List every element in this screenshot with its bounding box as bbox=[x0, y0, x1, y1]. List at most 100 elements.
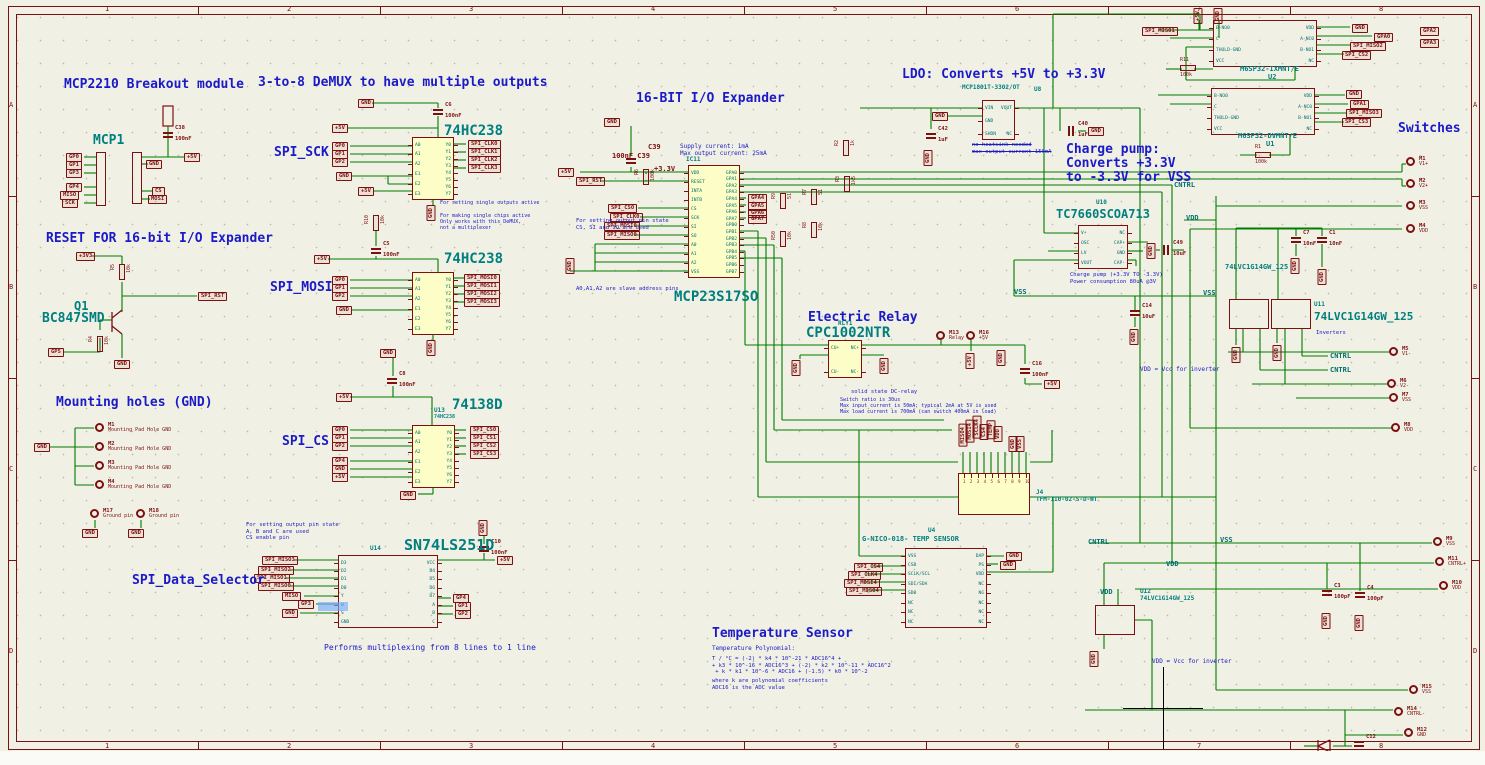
hier-label[interactable]: SPI_RST bbox=[198, 292, 228, 301]
mounting-pad-m2[interactable] bbox=[1406, 179, 1415, 188]
component-mcp1b[interactable] bbox=[132, 152, 142, 204]
hier-label[interactable]: SPI_CS2 bbox=[1342, 51, 1372, 60]
hier-label[interactable]: +5V bbox=[497, 556, 513, 565]
hier-label[interactable]: SCK bbox=[62, 199, 78, 208]
hier-label[interactable]: +5V bbox=[358, 187, 374, 196]
mounting-pad-m14[interactable] bbox=[1394, 707, 1403, 716]
hier-label[interactable]: GND bbox=[1232, 347, 1241, 363]
hier-label[interactable]: VDD bbox=[994, 426, 1003, 442]
test-point[interactable] bbox=[162, 105, 174, 127]
resistor-r9[interactable] bbox=[780, 193, 786, 209]
hier-label[interactable]: GND bbox=[358, 99, 374, 108]
hier-label[interactable]: SPI_CS0 bbox=[608, 204, 638, 213]
resistor-r3[interactable] bbox=[844, 176, 850, 192]
hier-label[interactable]: SPI_MISO4 bbox=[846, 587, 882, 596]
capacitor-C12[interactable] bbox=[1353, 738, 1365, 750]
hier-label[interactable]: GPA2 bbox=[1420, 27, 1440, 36]
resistor-r8[interactable] bbox=[811, 222, 817, 238]
hier-label[interactable]: GND bbox=[427, 205, 436, 221]
resistor-r5[interactable] bbox=[119, 264, 125, 280]
net-label[interactable]: CNTRL bbox=[1088, 538, 1110, 546]
hier-label[interactable]: +5V bbox=[1194, 8, 1203, 24]
mounting-pad-m9[interactable] bbox=[1433, 537, 1442, 546]
hier-label[interactable]: GND bbox=[1214, 8, 1223, 24]
mounting-pad-m5[interactable] bbox=[1389, 347, 1398, 356]
net-label[interactable]: CNTRL bbox=[1330, 366, 1352, 374]
hier-label[interactable]: GPA7 bbox=[748, 215, 768, 224]
hier-label[interactable]: SPI_RST bbox=[576, 177, 606, 186]
hier-label[interactable]: GND bbox=[400, 491, 416, 500]
hier-label[interactable]: GND bbox=[932, 112, 948, 121]
capacitor-C1[interactable] bbox=[1316, 234, 1328, 246]
hier-label[interactable]: GP2 bbox=[332, 292, 348, 301]
hier-label[interactable]: GP2 bbox=[332, 158, 348, 167]
hier-label[interactable]: GND bbox=[282, 609, 298, 618]
hier-label[interactable]: GND bbox=[1322, 613, 1331, 629]
hier-label[interactable]: GND bbox=[146, 160, 162, 169]
component-mcp1a[interactable] bbox=[96, 152, 106, 206]
hier-label[interactable]: SPI_MISO3 bbox=[262, 556, 298, 565]
hier-label[interactable]: GND bbox=[380, 349, 396, 358]
mounting-pad-m17[interactable] bbox=[90, 509, 99, 518]
hier-label[interactable]: SPI_MISO2 bbox=[1350, 42, 1386, 51]
mounting-pad-m4[interactable] bbox=[1406, 224, 1415, 233]
hier-label[interactable]: GPA5 bbox=[748, 202, 768, 211]
hier-label[interactable]: +5V bbox=[332, 124, 348, 133]
hier-label[interactable]: +3V3 bbox=[76, 252, 96, 261]
hier-label[interactable]: GPA6 bbox=[748, 209, 768, 218]
hier-label[interactable]: GND bbox=[336, 172, 352, 181]
mounting-pad-m12[interactable] bbox=[1404, 728, 1413, 737]
hier-label[interactable]: GND bbox=[880, 358, 889, 374]
hier-label[interactable]: GPA3 bbox=[1420, 39, 1440, 48]
hier-label[interactable]: GND bbox=[1147, 243, 1156, 259]
mounting-pad-m8[interactable] bbox=[1391, 423, 1400, 432]
hier-label[interactable]: GPA1 bbox=[1350, 100, 1370, 109]
hier-label[interactable]: GND bbox=[1273, 345, 1282, 361]
net-label[interactable]: VSS bbox=[1203, 289, 1216, 297]
hier-label[interactable]: GND bbox=[336, 306, 352, 315]
hier-label[interactable]: GND bbox=[1346, 90, 1362, 99]
capacitor-C49[interactable] bbox=[1160, 244, 1172, 256]
mounting-pad-m13[interactable] bbox=[936, 331, 945, 340]
hier-label[interactable]: VSS bbox=[1016, 436, 1025, 452]
resistor-r11[interactable] bbox=[1180, 65, 1196, 71]
mounting-pad-m1[interactable] bbox=[95, 423, 104, 432]
mounting-pad-m10[interactable] bbox=[1439, 581, 1448, 590]
hier-label[interactable]: SPI_MISO0 bbox=[604, 231, 640, 240]
resistor-r10[interactable] bbox=[373, 215, 379, 231]
hier-label[interactable]: GND bbox=[566, 258, 575, 274]
hier-label[interactable]: GND bbox=[114, 360, 130, 369]
hier-label[interactable]: GND bbox=[997, 350, 1006, 366]
hier-label[interactable]: GND bbox=[1006, 552, 1022, 561]
hier-label[interactable]: SPI_CS3 bbox=[470, 450, 500, 459]
component-u14[interactable]: D3D2D1D0YWSGNDVCCD4D5D6D7ABC bbox=[334, 555, 442, 628]
mounting-pad-m15[interactable] bbox=[1409, 685, 1418, 694]
hier-label[interactable]: MISO bbox=[282, 592, 302, 601]
resistor-r6[interactable] bbox=[643, 169, 649, 185]
mounting-pad-m18[interactable] bbox=[136, 509, 145, 518]
capacitor-c[interactable] bbox=[625, 155, 637, 167]
hier-label[interactable]: +5V bbox=[184, 153, 200, 162]
capacitor-C16[interactable] bbox=[1019, 365, 1031, 377]
hier-label[interactable]: GND bbox=[1355, 615, 1364, 631]
capacitor-C6[interactable] bbox=[432, 106, 444, 118]
resistor-r50[interactable] bbox=[780, 231, 786, 247]
hier-label[interactable]: GND bbox=[792, 360, 801, 376]
resistor-r1[interactable] bbox=[1255, 152, 1271, 158]
mounting-pad-m1[interactable] bbox=[1406, 157, 1415, 166]
hier-label[interactable]: SPI_CLK3 bbox=[468, 164, 501, 173]
power-label[interactable]: 100nF C39 bbox=[612, 152, 650, 160]
hier-label[interactable]: MOSI bbox=[148, 195, 168, 204]
net-label[interactable]: VSS bbox=[1220, 536, 1233, 544]
hier-label[interactable]: GND bbox=[34, 443, 50, 452]
hier-label[interactable]: SPI_MISO0 bbox=[258, 582, 294, 591]
mounting-pad-m11[interactable] bbox=[1435, 557, 1444, 566]
hier-label[interactable]: GND bbox=[1130, 329, 1139, 345]
component-u7a[interactable] bbox=[1229, 299, 1269, 329]
